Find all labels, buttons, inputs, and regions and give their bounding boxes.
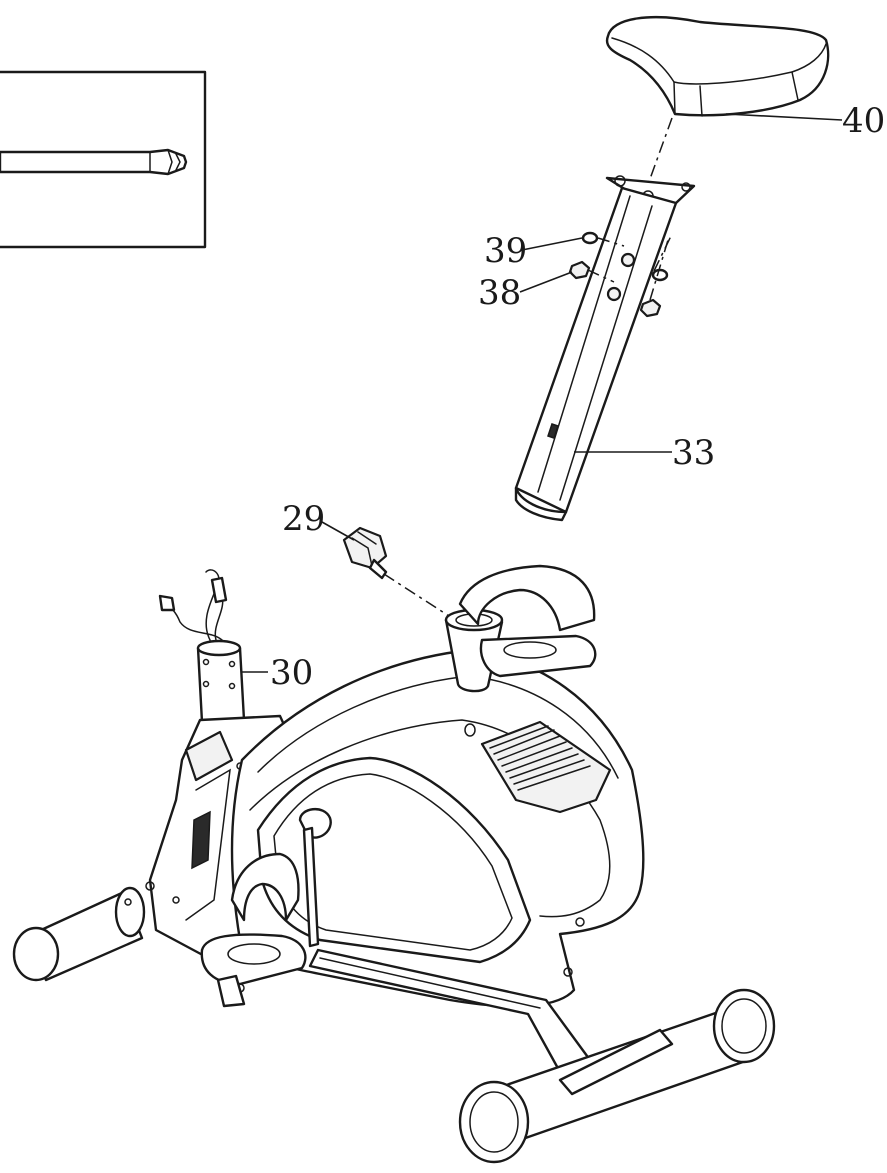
adjustment-knob xyxy=(342,526,453,619)
part-label-knob: 29 xyxy=(282,499,325,539)
handlebar-stem xyxy=(158,569,246,729)
washers xyxy=(581,231,673,282)
part-label-seat-post: 33 xyxy=(672,433,715,473)
bike-frame xyxy=(12,564,776,1164)
part-label-washer: 39 xyxy=(484,231,527,271)
screwdriver-icon xyxy=(0,148,188,176)
part-label-nut: 38 xyxy=(478,273,521,313)
part-label-stem: 30 xyxy=(270,653,313,693)
leader-lines xyxy=(242,113,843,673)
assembly-axis-line xyxy=(645,117,673,191)
part-label-seat: 40 xyxy=(842,101,885,141)
seat xyxy=(605,16,830,117)
grille-slots xyxy=(489,725,591,791)
tool-inset xyxy=(0,70,207,249)
seat-post xyxy=(514,175,696,522)
